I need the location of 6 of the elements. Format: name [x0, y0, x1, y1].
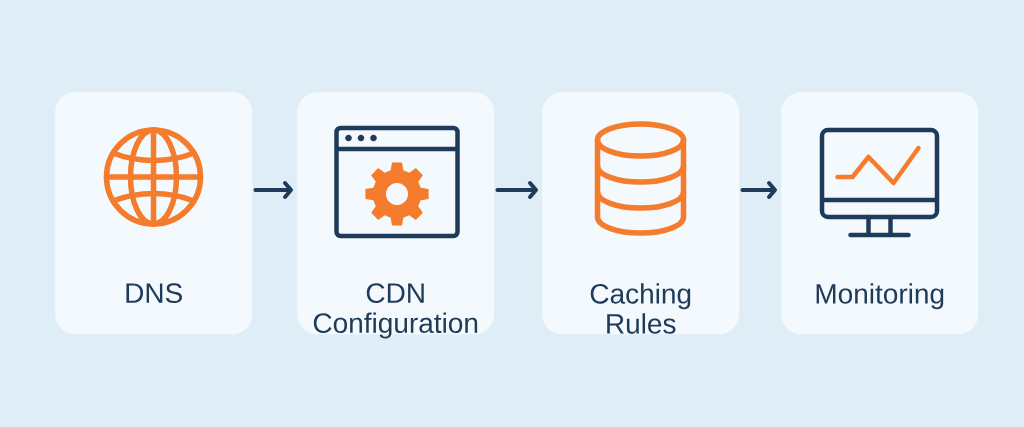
arrow	[495, 181, 538, 199]
arrow	[740, 181, 777, 199]
arrow	[253, 181, 293, 199]
process-box: Caching Rules	[542, 92, 740, 335]
process-box: DNS	[55, 92, 253, 335]
process-box: Monitoring	[781, 92, 979, 335]
